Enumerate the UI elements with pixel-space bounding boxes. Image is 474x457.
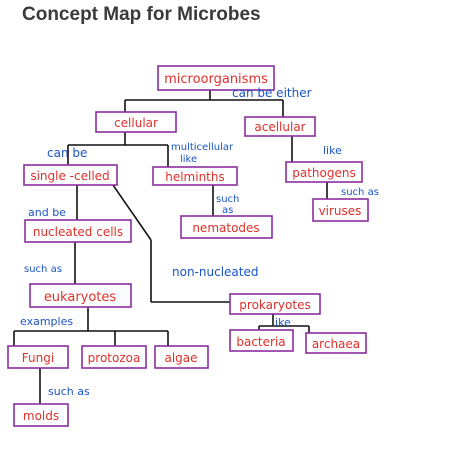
node-nucleated-cells: nucleated cells — [33, 225, 123, 239]
node-box-protozoa — [81, 345, 147, 369]
node-box-viruses — [312, 198, 369, 222]
node-box-prokaryotes — [229, 293, 321, 315]
node-helminths: helminths — [165, 170, 225, 184]
page-title: Concept Map for Microbes — [22, 4, 261, 25]
node-labels: microorganisms cellular acellular single… — [22, 72, 362, 423]
node-viruses: viruses — [319, 204, 362, 218]
node-box-archaea — [305, 332, 367, 354]
node-archaea: archaea — [312, 337, 360, 351]
node-molds: molds — [23, 409, 59, 423]
node-box-acellular — [244, 116, 316, 137]
node-bacteria: bacteria — [236, 335, 285, 349]
node-box-algae — [154, 345, 209, 369]
link-such-as-viruses: such as — [341, 187, 379, 198]
node-cellular: cellular — [114, 116, 158, 130]
node-algae: algae — [164, 351, 197, 365]
link-as-nematodes: as — [222, 205, 233, 216]
node-single-celled: single -celled — [30, 169, 109, 183]
node-box-nucleated-cells — [24, 219, 132, 243]
node-pathogens: pathogens — [292, 166, 355, 180]
node-box-molds — [13, 403, 69, 427]
link-examples: examples — [20, 315, 73, 328]
link-like-pathogens: like — [323, 144, 342, 157]
node-acellular: acellular — [254, 120, 305, 134]
node-nematodes: nematodes — [192, 221, 259, 235]
node-protozoa: protozoa — [88, 351, 141, 365]
node-box-helminths — [152, 166, 238, 186]
link-like-helminths: like — [180, 154, 197, 165]
node-prokaryotes: prokaryotes — [239, 298, 310, 312]
link-such-as-molds: such as — [48, 385, 90, 398]
node-microorganisms: microorganisms — [164, 72, 268, 87]
node-box-eukaryotes — [29, 283, 132, 308]
link-and-be: and be — [28, 206, 66, 219]
node-box-pathogens — [285, 161, 363, 183]
node-box-cellular — [95, 111, 177, 133]
link-such-as-eukaryotes: such as — [24, 264, 62, 275]
node-box-single-celled — [23, 164, 118, 186]
node-box-microorganisms — [157, 65, 275, 91]
link-like-prokaryotes: like — [272, 316, 291, 329]
link-multicellular: multicellular — [171, 142, 234, 153]
link-non-nucleated: non-nucleated — [172, 265, 258, 279]
link-can-be-either: can be either — [232, 86, 312, 100]
link-such-nematodes: such — [216, 194, 239, 205]
node-fungi: Fungi — [22, 351, 54, 365]
node-box-nematodes — [180, 215, 273, 239]
node-box-fungi — [7, 345, 69, 369]
node-boxes — [7, 65, 369, 427]
link-labels: can be either can be multicellular like … — [20, 86, 379, 398]
link-can-be: can be — [47, 146, 87, 160]
node-eukaryotes: eukaryotes — [44, 290, 117, 305]
node-box-bacteria — [229, 329, 294, 352]
